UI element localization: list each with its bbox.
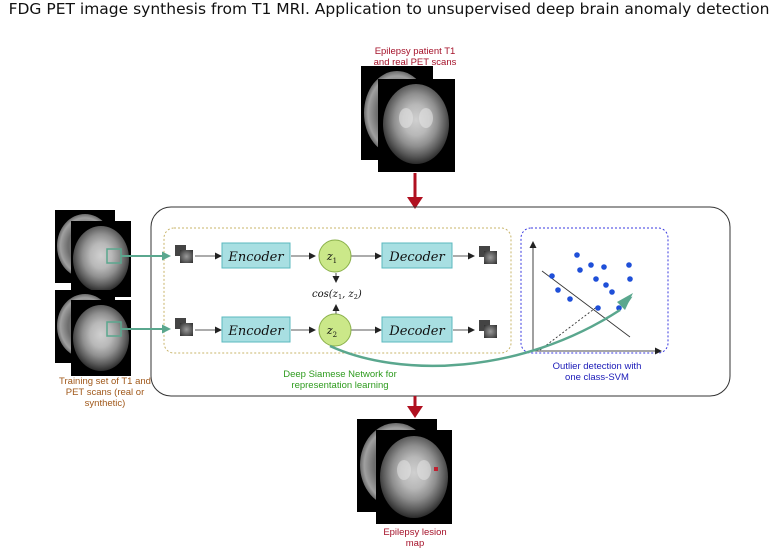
output-arrowhead <box>407 406 423 418</box>
page-title: FDG PET image synthesis from T1 MRI. App… <box>8 0 770 18</box>
z2-label: z <box>326 324 333 337</box>
svm-point <box>595 305 601 311</box>
svg-text:z2: z2 <box>326 324 337 339</box>
cosine-similarity-label: cos(z1, z2) <box>312 289 362 301</box>
decoder-label-top: Decoder <box>388 250 445 265</box>
lesion-marker <box>434 467 438 471</box>
svm-point <box>549 273 555 279</box>
svm-point <box>603 282 609 288</box>
input-patch-top <box>175 245 193 263</box>
latent-node-z1 <box>318 239 352 273</box>
patient-scan-stack <box>361 66 455 172</box>
representation-arrowhead <box>617 293 633 310</box>
decoder-box-bottom <box>381 316 453 343</box>
svm-point <box>567 296 573 302</box>
input-patch-bottom <box>175 318 193 336</box>
svm-decision-boundary <box>541 270 631 338</box>
encoder-label-bottom: Encoder <box>227 324 284 339</box>
encoder-box-bottom <box>221 316 291 343</box>
encoder-label-top: Encoder <box>227 250 284 265</box>
main-pipeline-frame <box>150 206 731 397</box>
lesion-map-stack <box>357 419 452 524</box>
svm-point <box>627 276 633 282</box>
svm-point <box>626 262 632 268</box>
representation-arrow <box>329 308 621 368</box>
svm-projection-line <box>539 305 599 351</box>
z2-subscript: 2 <box>333 331 337 339</box>
svm-points <box>549 252 633 311</box>
svm-point <box>601 264 607 270</box>
input-arrowhead <box>407 197 423 209</box>
output-patch-bottom <box>479 320 497 338</box>
svm-point <box>593 276 599 282</box>
output-patch-top <box>479 246 497 264</box>
training-scan-stack-top <box>55 210 131 297</box>
svm-point <box>609 289 615 295</box>
decoder-box-top <box>381 242 453 269</box>
svm-frame <box>520 227 669 354</box>
svm-point <box>555 287 561 293</box>
svm-point <box>616 305 622 311</box>
svg-text:z1: z1 <box>326 250 337 265</box>
svm-point <box>577 267 583 273</box>
z1-label: z <box>326 250 333 263</box>
training-scan-stack-bottom <box>55 290 131 376</box>
svm-point <box>588 262 594 268</box>
svm-point <box>574 252 580 258</box>
encoder-box-top <box>221 242 291 269</box>
z1-subscript: 1 <box>333 257 337 265</box>
latent-node-z2 <box>318 313 352 347</box>
decoder-label-bottom: Decoder <box>388 324 445 339</box>
